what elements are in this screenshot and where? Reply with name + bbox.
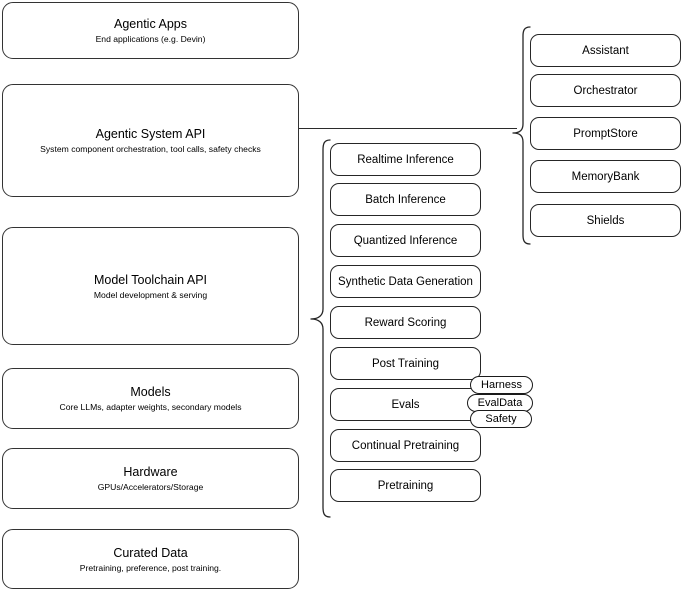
chip-label: Reward Scoring	[364, 316, 447, 329]
system-component-orchestrator[interactable]: Orchestrator	[530, 74, 681, 107]
layer-subtitle: GPUs/Accelerators/Storage	[97, 482, 204, 492]
toolchain-capability-quantized-inference[interactable]: Quantized Inference	[330, 224, 481, 257]
toolchain-capability-batch-inference[interactable]: Batch Inference	[330, 183, 481, 216]
chip-label: Continual Pretraining	[351, 439, 460, 452]
pill-label: Harness	[481, 378, 522, 391]
layer-title: Model Toolchain API	[93, 272, 208, 287]
chip-label: Synthetic Data Generation	[338, 275, 473, 288]
layer-subtitle: System component orchestration, tool cal…	[40, 144, 261, 154]
system-component-shields[interactable]: Shields	[530, 204, 681, 237]
chip-label: Orchestrator	[573, 84, 638, 97]
toolchain-capability-realtime-inference[interactable]: Realtime Inference	[330, 143, 481, 176]
layer-title: Agentic System API	[95, 127, 206, 141]
system-component-assistant[interactable]: Assistant	[530, 34, 681, 67]
toolchain-capability-pretraining[interactable]: Pretraining	[330, 469, 481, 502]
toolchain-capability-synthetic-data-generation[interactable]: Synthetic Data Generation	[330, 265, 481, 298]
chip-label: Assistant	[582, 44, 629, 57]
layer-hardware[interactable]: Hardware GPUs/Accelerators/Storage	[2, 448, 299, 509]
brace-toolchain-capabilities	[310, 139, 331, 518]
pill-label: Safety	[485, 412, 517, 425]
layer-agentic-apps[interactable]: Agentic Apps End applications (e.g. Devi…	[2, 2, 299, 59]
layer-subtitle: Pretraining, preference, post training.	[79, 562, 222, 573]
layer-title: Curated Data	[113, 545, 188, 560]
layer-subtitle: Core LLMs, adapter weights, secondary mo…	[59, 402, 242, 412]
connector-system-api-to-components	[299, 128, 517, 130]
chip-label: Evals	[391, 398, 420, 411]
toolchain-capability-evals[interactable]: Evals	[330, 388, 481, 421]
toolchain-capability-reward-scoring[interactable]: Reward Scoring	[330, 306, 481, 339]
layer-agentic-system-api[interactable]: Agentic System API System component orch…	[2, 84, 299, 197]
layer-subtitle: End applications (e.g. Devin)	[95, 34, 206, 44]
brace-system-components	[512, 26, 531, 245]
chip-label: Post Training	[371, 357, 440, 370]
evals-attachment-safety[interactable]: Safety	[470, 410, 532, 428]
pill-label: EvalData	[477, 396, 523, 409]
layer-curated-data[interactable]: Curated Data Pretraining, preference, po…	[2, 529, 299, 589]
system-component-memorybank[interactable]: MemoryBank	[530, 160, 681, 193]
chip-label: Quantized Inference	[353, 234, 458, 247]
toolchain-capability-post-training[interactable]: Post Training	[330, 347, 481, 380]
toolchain-capability-continual-pretraining[interactable]: Continual Pretraining	[330, 429, 481, 462]
evals-attachment-harness[interactable]: Harness	[470, 376, 533, 394]
chip-label: Shields	[586, 214, 625, 227]
layer-models[interactable]: Models Core LLMs, adapter weights, secon…	[2, 368, 299, 429]
chip-label: Batch Inference	[365, 193, 446, 206]
layer-title: Agentic Apps	[114, 17, 187, 31]
chip-label: Realtime Inference	[357, 153, 454, 166]
layer-title: Models	[130, 385, 171, 399]
chip-label: PromptStore	[573, 127, 638, 140]
system-component-promptstore[interactable]: PromptStore	[530, 117, 681, 150]
layer-model-toolchain-api[interactable]: Model Toolchain API Model development & …	[2, 227, 299, 345]
chip-label: MemoryBank	[571, 170, 640, 183]
chip-label: Pretraining	[377, 479, 434, 492]
layer-subtitle: Model development & serving	[93, 289, 208, 300]
layer-title: Hardware	[123, 465, 178, 479]
